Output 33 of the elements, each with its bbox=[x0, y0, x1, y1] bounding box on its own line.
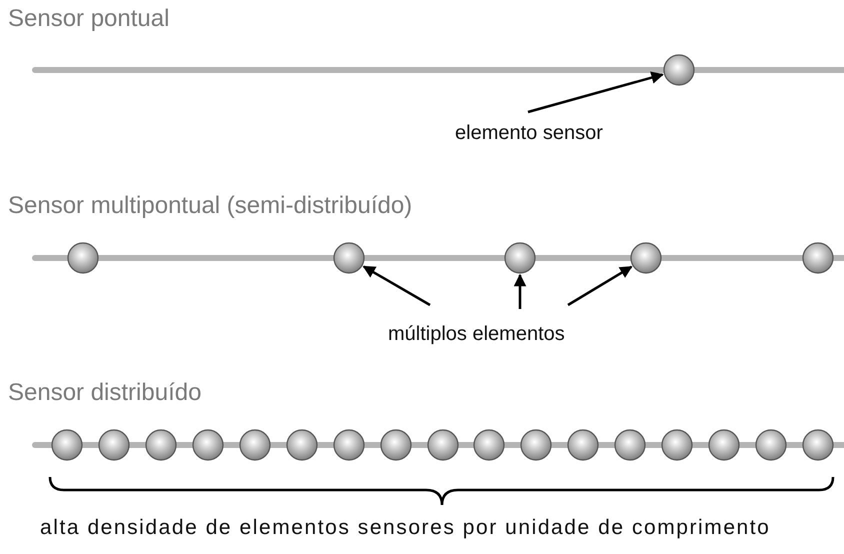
section-heading: Sensor distribuído bbox=[8, 379, 202, 407]
section-heading: Sensor multipontual (semi-distribuído) bbox=[8, 192, 412, 220]
leader-arrow bbox=[514, 274, 526, 309]
sensor-element-sphere bbox=[238, 429, 271, 461]
sensor-element-sphere bbox=[473, 429, 506, 461]
sensor-element-sphere bbox=[98, 429, 130, 461]
callout-text: elemento sensor bbox=[455, 122, 603, 145]
sensor-element-sphere bbox=[333, 242, 365, 274]
sensor-element-sphere bbox=[332, 429, 365, 461]
sensor-element-sphere bbox=[802, 429, 834, 461]
sensor-element-sphere bbox=[614, 429, 646, 461]
sensor-element-sphere bbox=[192, 429, 224, 461]
sensor-element-sphere bbox=[380, 429, 412, 461]
sensor-element-sphere bbox=[802, 242, 834, 274]
sensor-element-sphere bbox=[144, 429, 177, 461]
sensor-element-sphere bbox=[663, 54, 695, 86]
leader-arrow bbox=[528, 72, 664, 114]
sensor-element-sphere bbox=[520, 429, 552, 461]
callout-text: múltiplos elementos bbox=[388, 323, 565, 346]
sensor-element-sphere bbox=[630, 242, 662, 274]
sensor-element-sphere bbox=[67, 242, 99, 274]
leader-arrow bbox=[362, 265, 431, 306]
sensor-element-sphere bbox=[755, 429, 788, 461]
sensor-element-sphere bbox=[661, 429, 694, 461]
section-heading: Sensor pontual bbox=[8, 5, 170, 33]
sensor-element-sphere bbox=[567, 429, 600, 461]
sensor-element-sphere bbox=[286, 429, 318, 461]
sensor-element-sphere bbox=[51, 429, 83, 461]
leader-arrow bbox=[567, 266, 632, 306]
brace-caption: alta densidade de elementos sensores por unidade de comprimento bbox=[40, 516, 770, 540]
sensor-element-sphere bbox=[426, 429, 458, 461]
sensor-element-sphere bbox=[504, 242, 536, 274]
sensor-element-sphere bbox=[708, 429, 740, 461]
